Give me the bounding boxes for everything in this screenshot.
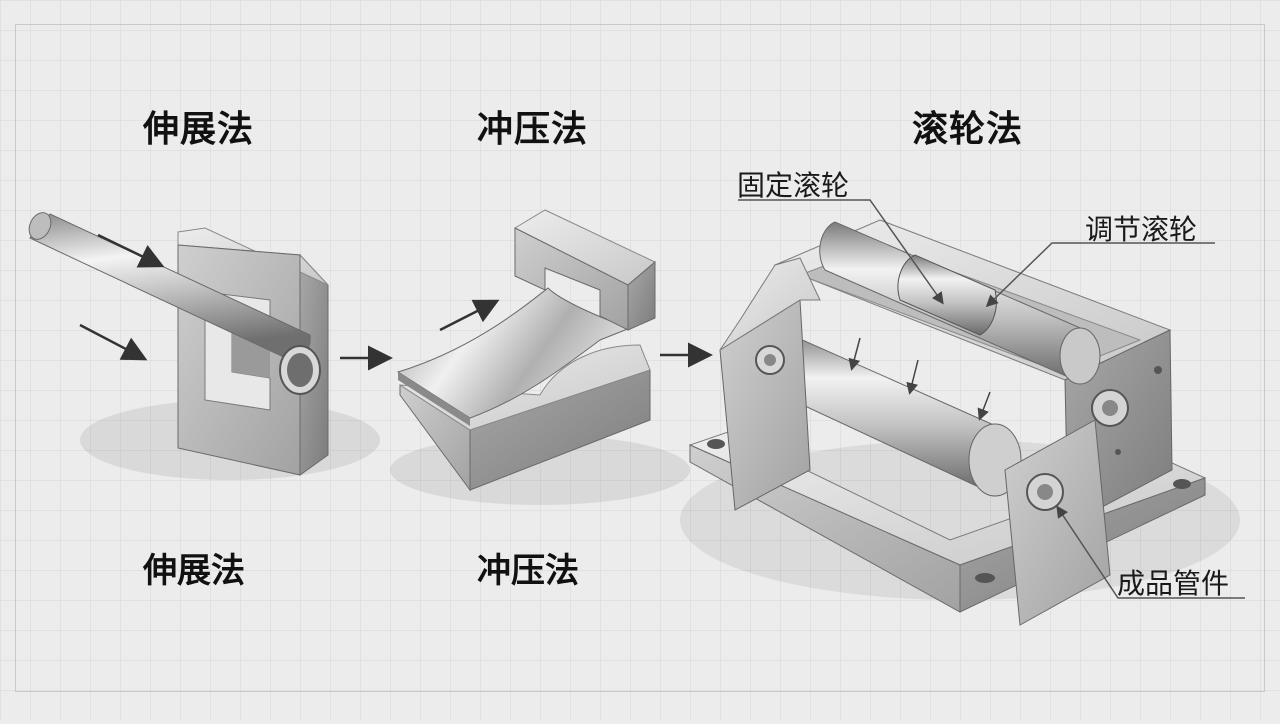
stretch-method-title: 伸展法	[143, 109, 255, 150]
diagram-frame	[15, 24, 1265, 692]
finished-pipe-label: 成品管件	[1117, 567, 1230, 600]
stamping-method-illustration	[390, 209, 690, 505]
adjust-roller-label: 调节滚轮	[1085, 213, 1198, 246]
fixed-roller-label: 固定滚轮	[737, 169, 850, 202]
stretch-method-caption: 伸展法	[143, 551, 245, 591]
stretch-method-illustration	[28, 212, 380, 480]
roller-method-title: 滚轮法	[912, 109, 1024, 150]
stamping-method-title: 冲压法	[477, 109, 589, 150]
stamping-method-caption: 冲压法	[477, 551, 579, 591]
roller-method-illustration	[680, 199, 1245, 626]
